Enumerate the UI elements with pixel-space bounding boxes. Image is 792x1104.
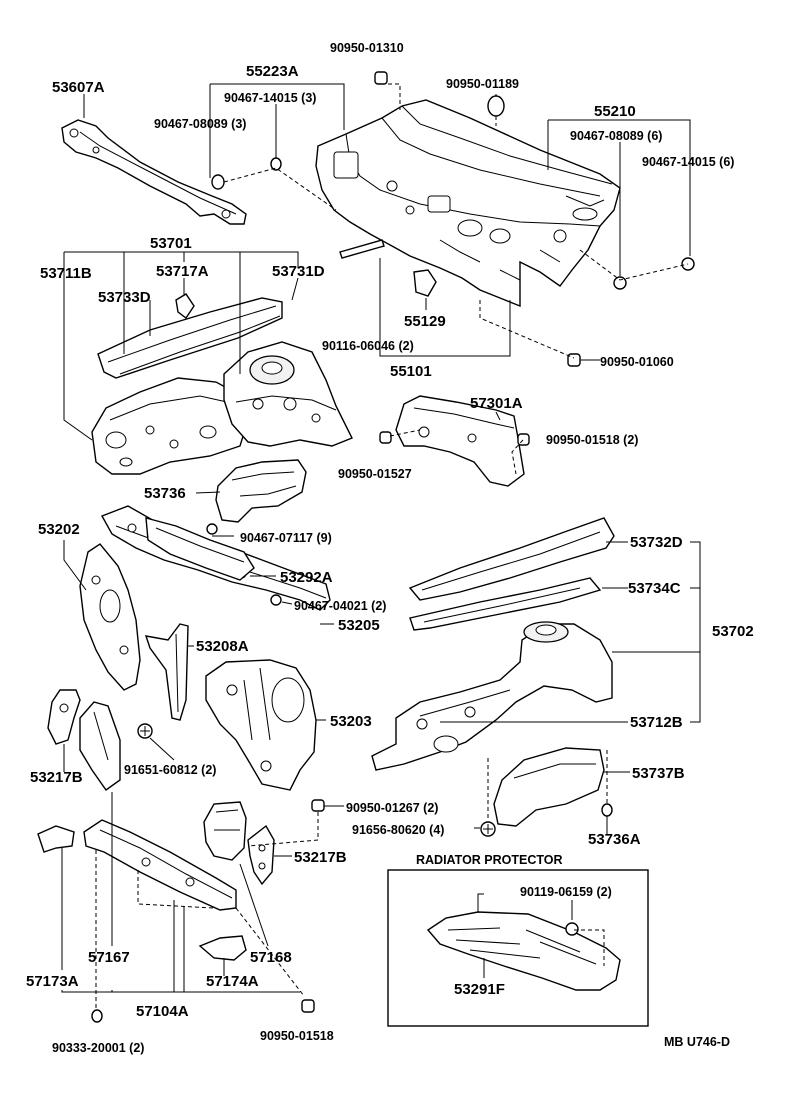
part-53733d-upper-rail (97, 297, 283, 379)
label-57173a: 57173A (26, 973, 79, 990)
part-53217b-bracket-left (47, 689, 81, 745)
label-55210: 55210 (594, 103, 636, 120)
label-55223a: 55223A (246, 63, 299, 80)
fastener-90467-07117 (206, 523, 218, 535)
label-57104a: 57104A (136, 1003, 189, 1020)
part-53208a-brace (144, 623, 189, 721)
fastener-90467-14015-left (270, 157, 282, 171)
part-53712b-apron (371, 621, 613, 771)
label-53203: 53203 (330, 713, 372, 730)
part-57301a-brace (395, 395, 525, 487)
label-57168: 57168 (250, 949, 292, 966)
label-53732d: 53732D (630, 534, 683, 551)
part-53203-side-panel (205, 659, 317, 791)
label-90467-08089-3: 90467-08089 (3) (154, 117, 246, 131)
part-53737b-bracket (493, 747, 605, 827)
part-57174a-bracket (198, 935, 247, 961)
label-53701: 53701 (150, 235, 192, 252)
label-53717a: 53717A (156, 263, 209, 280)
fastener-90467-08089-right (613, 276, 627, 290)
label-91651-60812: 91651-60812 (2) (124, 763, 216, 777)
leader-lines (61, 83, 701, 1008)
part-53217b-bracket-right (247, 824, 275, 886)
label-90119-06159: 90119-06159 (2) (520, 885, 612, 899)
fastener-90467-08089-left (211, 174, 225, 190)
label-90950-01267: 90950-01267 (2) (346, 801, 438, 815)
label-53736a: 53736A (588, 831, 641, 848)
label-53208a: 53208A (196, 638, 249, 655)
part-53717a-bracket (175, 293, 195, 320)
label-90950-01189: 90950-01189 (446, 77, 519, 91)
radiator-protector-inset: RADIATOR PROTECTOR (387, 853, 649, 1027)
label-90950-01518-2: 90950-01518 (2) (546, 433, 638, 447)
label-53733d: 53733D (98, 289, 151, 306)
plug-55129 (413, 269, 437, 297)
part-53731d-strut-tower (223, 341, 353, 447)
fastener-90467-04021 (270, 594, 282, 606)
part-57173a-bracket (37, 825, 75, 853)
label-53702: 53702 (712, 623, 754, 640)
label-53217b-left: 53217B (30, 769, 83, 786)
label-90467-14015-6: 90467-14015 (6) (642, 155, 734, 169)
label-57301a: 57301A (470, 395, 523, 412)
label-53712b: 53712B (630, 714, 683, 731)
label-90950-01518: 90950-01518 (260, 1029, 334, 1043)
label-53731d: 53731D (272, 263, 325, 280)
part-53607a-brace (61, 119, 247, 225)
clip-90333-20001 (91, 1009, 103, 1023)
label-90950-01060: 90950-01060 (600, 355, 674, 369)
fastener-90950-01310 (374, 71, 388, 85)
part-53736-bracket (215, 459, 307, 523)
label-53736: 53736 (144, 485, 186, 502)
label-53711b: 53711B (40, 265, 92, 282)
label-90467-07117: 90467-07117 (9) (240, 531, 332, 545)
label-57174a: 57174A (206, 973, 259, 990)
fastener-90950-01518-lower (301, 999, 315, 1013)
fastener-90950-01527 (379, 431, 392, 444)
label-53292a: 53292A (280, 569, 333, 586)
part-labels: 53607A 55223A 90950-01310 90467-14015 (3… (26, 41, 754, 1055)
part-57167-side-member (79, 701, 121, 791)
label-91656-80620: 91656-80620 (4) (352, 823, 444, 837)
radiator-protector-title: RADIATOR PROTECTOR (416, 853, 563, 867)
part-53734c-lower-rail (409, 577, 602, 631)
part-57168-bracket (203, 801, 247, 861)
label-90950-01310: 90950-01310 (330, 41, 404, 55)
label-90467-08089-6: 90467-08089 (6) (570, 129, 662, 143)
label-53734c: 53734C (628, 580, 681, 597)
part-53711b-apron (91, 377, 249, 475)
part-55210-cowl-panel (315, 99, 621, 308)
label-57167: 57167 (88, 949, 130, 966)
label-90116-06046: 90116-06046 (2) (322, 339, 414, 353)
label-90467-14015-3: 90467-14015 (3) (224, 91, 316, 105)
label-55101: 55101 (390, 363, 432, 380)
label-53202: 53202 (38, 521, 80, 538)
clip-53736a (601, 803, 613, 817)
label-53217b-right: 53217B (294, 849, 347, 866)
fastener-90950-01189 (487, 95, 505, 117)
catalog-code: MB U746-D (664, 1035, 730, 1049)
part-57104a-lower-member (83, 819, 237, 911)
label-53205: 53205 (338, 617, 380, 634)
fastener-90950-01518-upper (517, 433, 530, 446)
bolt-91651-60812 (137, 723, 153, 739)
label-53607a: 53607A (52, 79, 105, 96)
label-90467-04021: 90467-04021 (2) (294, 599, 386, 613)
part-53202-side-panel (79, 543, 141, 691)
fastener-90950-01267 (311, 799, 325, 812)
label-53291f: 53291F (454, 981, 505, 998)
stud-90116-06046 (339, 239, 385, 259)
label-90333-20001: 90333-20001 (2) (52, 1041, 144, 1055)
label-53737b: 53737B (632, 765, 685, 782)
part-53205-cross-member (145, 517, 255, 581)
bolt-91656-80620 (480, 821, 496, 837)
label-90950-01527: 90950-01527 (338, 467, 412, 481)
label-55129: 55129 (404, 313, 446, 330)
